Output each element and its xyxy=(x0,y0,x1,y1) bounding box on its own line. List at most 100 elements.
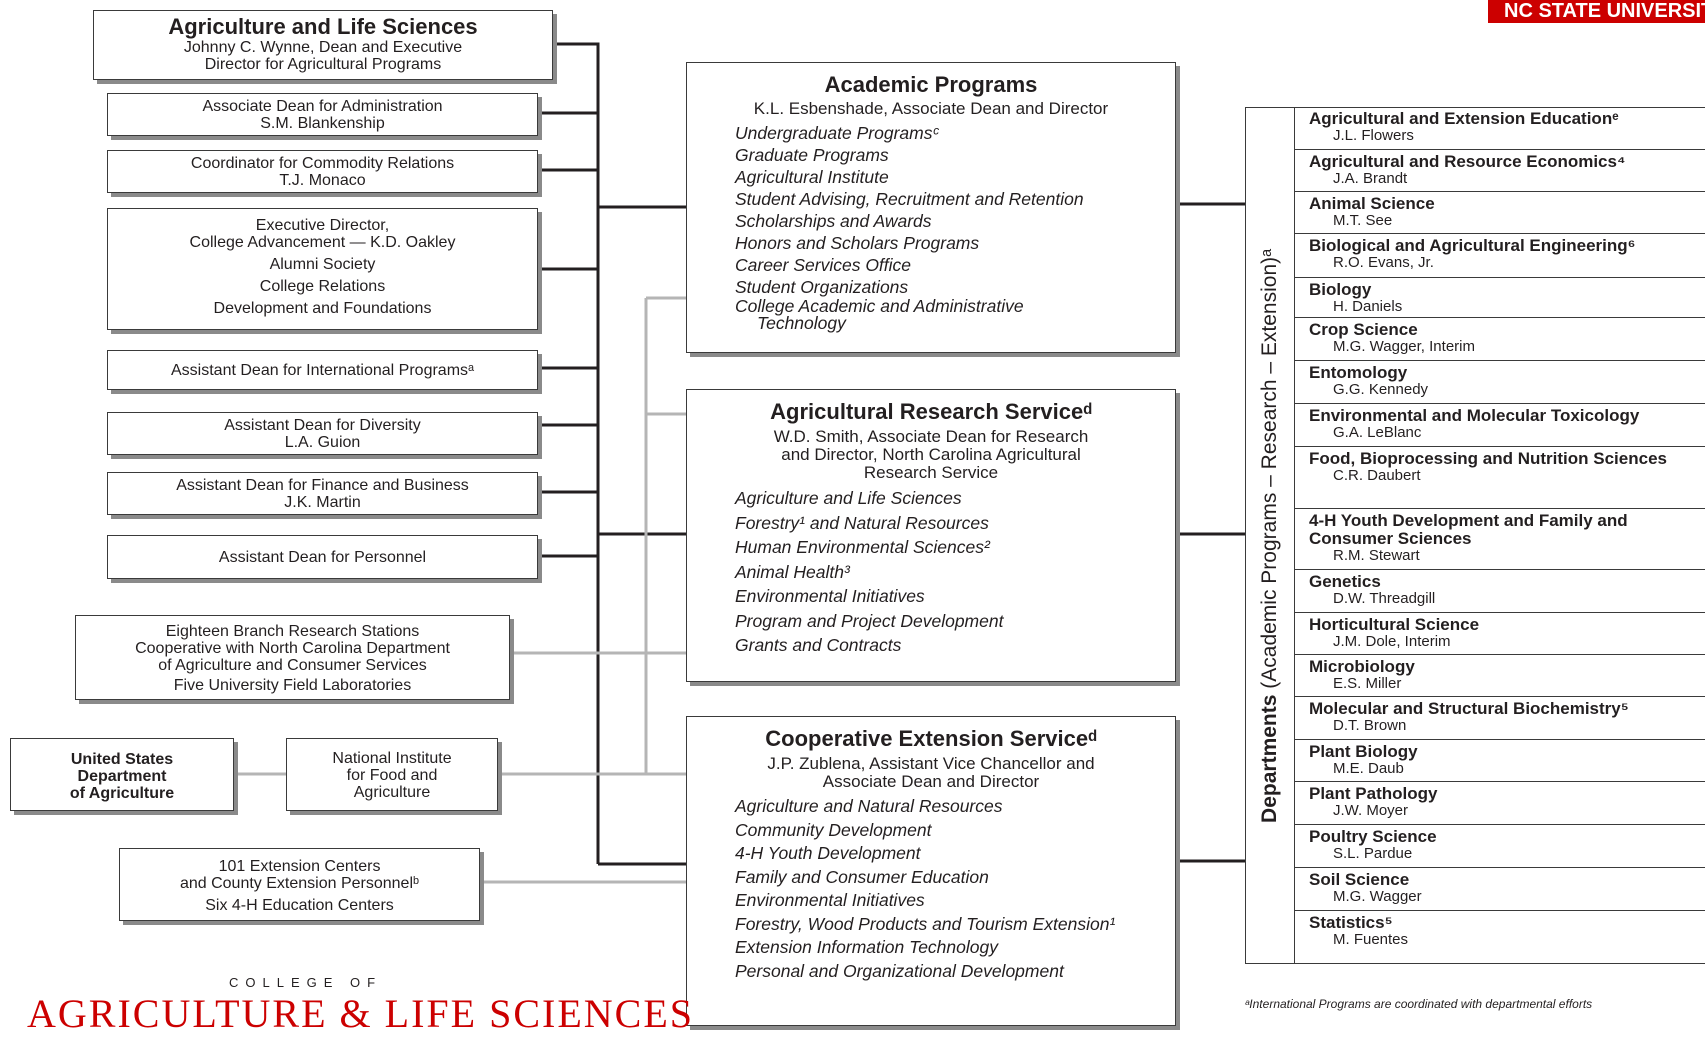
academic-director: K.L. Esbenshade, Associate Dean and Dire… xyxy=(753,99,1109,118)
department-head: J.L. Flowers xyxy=(1333,127,1414,144)
box-line: Associate Dean for Administration xyxy=(202,98,443,115)
department-head: G.G. Kennedy xyxy=(1333,381,1429,398)
box-line: Assistant Dean for Finance and Business xyxy=(176,477,469,494)
college-wordmark-small: COLLEGE OF xyxy=(229,975,383,990)
department-head: M. Fuentes xyxy=(1333,931,1409,948)
research-service-title: Agricultural Research Serviceᵈ xyxy=(770,399,1092,424)
box-line: Development and Foundations xyxy=(213,300,432,317)
department-head: M.E. Daub xyxy=(1333,760,1404,777)
department-name: Environmental and Molecular Toxicology xyxy=(1309,406,1640,425)
extension-service-box: Cooperative Extension Serviceᵈ J.P. Zubl… xyxy=(686,716,1176,1026)
program-item: Student Advising, Recruitment and Retent… xyxy=(735,189,1084,209)
program-item: Honors and Scholars Programs xyxy=(735,233,980,253)
departments-label-bold: Departments xyxy=(1257,694,1281,823)
box-line: Assistant Dean for Personnel xyxy=(218,549,427,566)
department-head: H. Daniels xyxy=(1333,298,1403,315)
department-name: Plant Pathology xyxy=(1309,784,1438,803)
box-line: Cooperative with North Carolina Departme… xyxy=(135,640,450,657)
extension-item: Community Development xyxy=(735,819,932,840)
box-line: Eighteen Branch Research Stations xyxy=(165,623,420,640)
department-name: Molecular and Structural Biochemistry⁵ xyxy=(1309,699,1629,718)
dean-line: Director for Agricultural Programs xyxy=(204,56,442,73)
research-item: Human Environmental Sciences² xyxy=(735,537,990,557)
department-head: J.M. Dole, Interim xyxy=(1333,633,1451,650)
department-head: E.S. Miller xyxy=(1333,675,1402,692)
department-name: Genetics xyxy=(1309,572,1381,591)
department-head: D.T. Brown xyxy=(1333,717,1407,734)
department-head: S.L. Pardue xyxy=(1333,845,1413,862)
admin-dean-box: Associate Dean for Administration S.M. B… xyxy=(107,93,538,136)
extension-item: Personal and Organizational Development xyxy=(735,960,1064,981)
box-line: Five University Field Laboratories xyxy=(173,677,412,694)
departments-label-rest: (Academic Programs – Research – Extensio… xyxy=(1257,248,1281,695)
box-line: L.A. Guion xyxy=(284,434,361,451)
box-line: College Relations xyxy=(259,278,386,295)
extension-item: Agriculture and Natural Resources xyxy=(735,796,1003,816)
extension-centers-box: 101 Extension Centers and County Extensi… xyxy=(119,848,480,921)
box-line: 101 Extension Centers xyxy=(218,858,381,875)
box-line: and County Extension Personnelᵇ xyxy=(179,875,420,892)
department-name: Plant Biology xyxy=(1309,742,1418,761)
research-item: Program and Project Development xyxy=(735,610,1004,631)
diversity-box: Assistant Dean for Diversity L.A. Guion xyxy=(107,412,538,455)
department-head: J.W. Moyer xyxy=(1333,802,1409,819)
program-item: Student Organizations xyxy=(735,277,909,297)
research-item: Forestry¹ and Natural Resources xyxy=(735,512,989,533)
department-name: Food, Bioprocessing and Nutrition Scienc… xyxy=(1309,449,1667,468)
box-line: Six 4-H Education Centers xyxy=(205,897,394,914)
nc-state-logo: NC STATE UNIVERSITY xyxy=(1488,0,1705,23)
department-head: M.T. See xyxy=(1333,212,1393,229)
extension-item: Extension Information Technology xyxy=(735,937,998,957)
department-name: Statistics⁵ xyxy=(1309,913,1393,932)
program-item: Technology xyxy=(757,313,846,333)
program-item: Career Services Office xyxy=(735,255,912,275)
dean-box: Agriculture and Life Sciences Johnny C. … xyxy=(93,10,553,80)
extension-item: Environmental Initiatives xyxy=(735,890,925,910)
box-line: J.K. Martin xyxy=(284,494,361,511)
research-stations-box: Eighteen Branch Research Stations Cooper… xyxy=(75,615,510,700)
department-name: Agricultural and Resource Economics⁴ xyxy=(1309,152,1626,171)
department-name: Animal Science xyxy=(1309,194,1435,213)
box-line: Assistant Dean for International Program… xyxy=(171,362,474,379)
research-director: and Director, North Carolina Agricultura… xyxy=(781,445,1081,464)
research-director: Research Service xyxy=(863,463,999,482)
program-item: Undergraduate Programsᶜ xyxy=(735,123,939,143)
departments-vertical-label: Departments (Academic Programs – Researc… xyxy=(1245,107,1294,964)
research-item: Agriculture and Life Sciences xyxy=(735,488,962,508)
department-name: Biological and Agricultural Engineering⁶ xyxy=(1309,236,1636,255)
department-row: Food, Bioprocessing and Nutrition Scienc… xyxy=(1295,447,1705,509)
department-name: Soil Science xyxy=(1309,870,1410,889)
department-name: Crop Science xyxy=(1309,320,1418,339)
box-line: S.M. Blankenship xyxy=(260,115,385,132)
extension-item: 4-H Youth Development xyxy=(735,843,921,863)
academic-programs-box: Academic Programs K.L. Esbenshade, Assoc… xyxy=(686,62,1176,353)
box-line: Assistant Dean for Diversity xyxy=(224,417,421,434)
program-item: Graduate Programs xyxy=(735,145,889,165)
department-name: Entomology xyxy=(1309,363,1408,382)
box-line: Coordinator for Commodity Relations xyxy=(190,155,455,172)
personnel-box: Assistant Dean for Personnel xyxy=(107,535,538,579)
department-head: R.O. Evans, Jr. xyxy=(1333,254,1434,271)
footnote: ᵃInternational Programs are coordinated … xyxy=(1245,997,1593,1011)
program-item: Scholarships and Awards xyxy=(735,211,932,231)
department-name: Agricultural and Extension Educationᵉ xyxy=(1309,109,1619,128)
research-item: Grants and Contracts xyxy=(735,635,902,655)
program-item: Agricultural Institute xyxy=(735,167,889,187)
program-item: College Academic and Administrative xyxy=(735,296,1024,316)
connector-lines xyxy=(234,42,1245,884)
research-service-box: Agricultural Research Serviceᵈ W.D. Smit… xyxy=(686,389,1176,682)
department-head: C.R. Daubert xyxy=(1333,467,1421,484)
